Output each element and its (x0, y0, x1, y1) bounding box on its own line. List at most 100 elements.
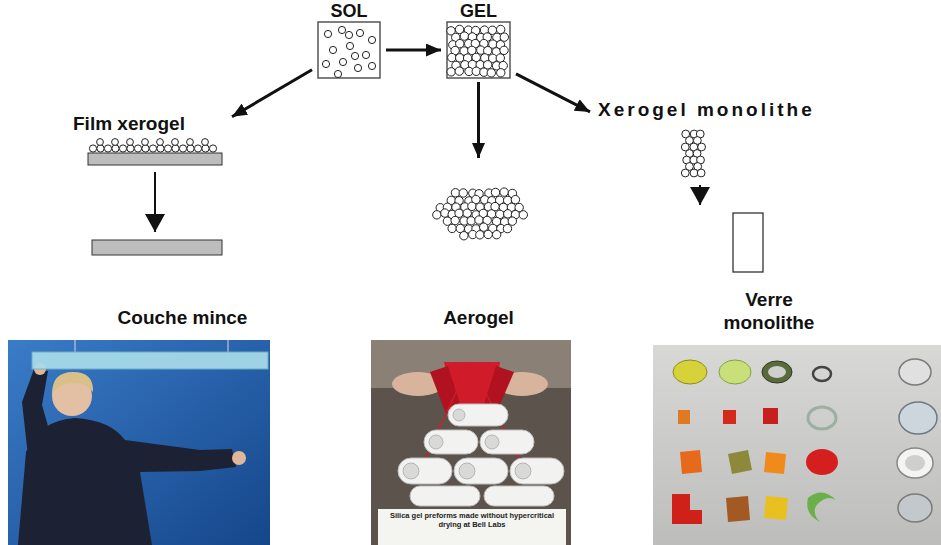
particle (448, 53, 456, 61)
node-label: SOL (330, 0, 367, 23)
illustration-part (764, 496, 788, 520)
illustration-part (719, 360, 751, 384)
illustration-part (75, 340, 76, 353)
particle (329, 46, 336, 53)
illustration-part (726, 496, 750, 522)
beaker (318, 22, 510, 78)
illustration-part (510, 458, 564, 484)
particle (202, 139, 209, 146)
process-arrow (154, 172, 156, 232)
illustration-part (22, 369, 52, 456)
particle (338, 26, 345, 33)
particle (508, 217, 516, 225)
illustration-part (318, 22, 380, 78)
illustration-part (899, 402, 937, 434)
illustration-part (480, 430, 534, 454)
illustration-part (897, 448, 933, 478)
particle (455, 67, 463, 75)
particle (500, 188, 508, 196)
particle (519, 211, 527, 219)
particle (187, 139, 194, 146)
illustration-part (899, 359, 931, 385)
glass-monolith (733, 213, 763, 272)
process-step: Film xerogel (65, 112, 232, 172)
particle (179, 145, 186, 152)
particle (451, 189, 459, 197)
node-label: GEL (460, 0, 497, 23)
illustration-part (763, 408, 778, 424)
photo-aerogel (371, 340, 571, 545)
particle (97, 145, 104, 152)
particle (324, 30, 331, 37)
illustration-part (768, 366, 786, 378)
process-step: Xerogel monolithe (590, 98, 882, 185)
illustration-part (673, 360, 707, 384)
particle (484, 230, 492, 238)
node-label: Verre monolithe (699, 288, 839, 336)
illustration-part (398, 404, 564, 506)
particle (503, 224, 511, 232)
particle (157, 139, 164, 146)
illustration-part (32, 352, 268, 369)
particle (496, 25, 504, 33)
photo-caption-box: Silica gel preforms made without hypercr… (380, 511, 564, 529)
particle (460, 232, 468, 240)
particle (172, 145, 179, 152)
process-arrow (477, 82, 480, 158)
particle (451, 216, 459, 224)
process-arrow (386, 49, 441, 52)
particle (345, 31, 352, 38)
process-arrow (232, 70, 312, 117)
illustration-part (403, 409, 531, 479)
particle (339, 58, 346, 65)
particle (491, 188, 499, 196)
particle (164, 145, 171, 152)
product-box: Aerogel (418, 158, 539, 330)
product-box: Couche mince (95, 232, 270, 330)
particle (356, 29, 363, 36)
particle (209, 145, 216, 152)
photo-monoliths (653, 345, 941, 545)
particle (459, 189, 467, 197)
particle (472, 67, 480, 75)
illustration-part (898, 494, 932, 522)
particle (346, 42, 353, 49)
illustration-part (429, 435, 443, 449)
particle (433, 211, 441, 219)
illustration-part (808, 407, 836, 429)
illustration-part (447, 22, 510, 78)
node-label: Film xerogel (73, 112, 185, 136)
illustration-part (378, 509, 566, 545)
node-label: Couche mince (118, 306, 248, 330)
particle (104, 145, 111, 152)
illustration-part (410, 486, 480, 506)
illustration-part (92, 240, 222, 255)
particle (202, 145, 209, 152)
product-box: Verre monolithe (695, 205, 843, 335)
particle (187, 145, 194, 152)
particle (354, 64, 361, 71)
illustration-part (484, 486, 554, 506)
particle (322, 60, 329, 67)
particle (447, 68, 455, 76)
particle (97, 139, 104, 146)
illustration-part (515, 463, 531, 479)
photo-caption: Silica gel preforms made without hypercr… (380, 511, 564, 529)
particle (142, 145, 149, 152)
particle (467, 217, 475, 225)
process-arrow (699, 185, 701, 205)
illustration-part (728, 450, 752, 474)
illustration-part (762, 361, 792, 383)
photo-thin-film (8, 340, 270, 545)
particle (487, 69, 495, 77)
illustration-part (733, 213, 763, 272)
particle (142, 139, 149, 146)
particle (89, 145, 96, 152)
particle (351, 52, 358, 59)
particle (194, 145, 201, 152)
illustration-part (485, 435, 499, 449)
process-arrow (516, 74, 590, 112)
